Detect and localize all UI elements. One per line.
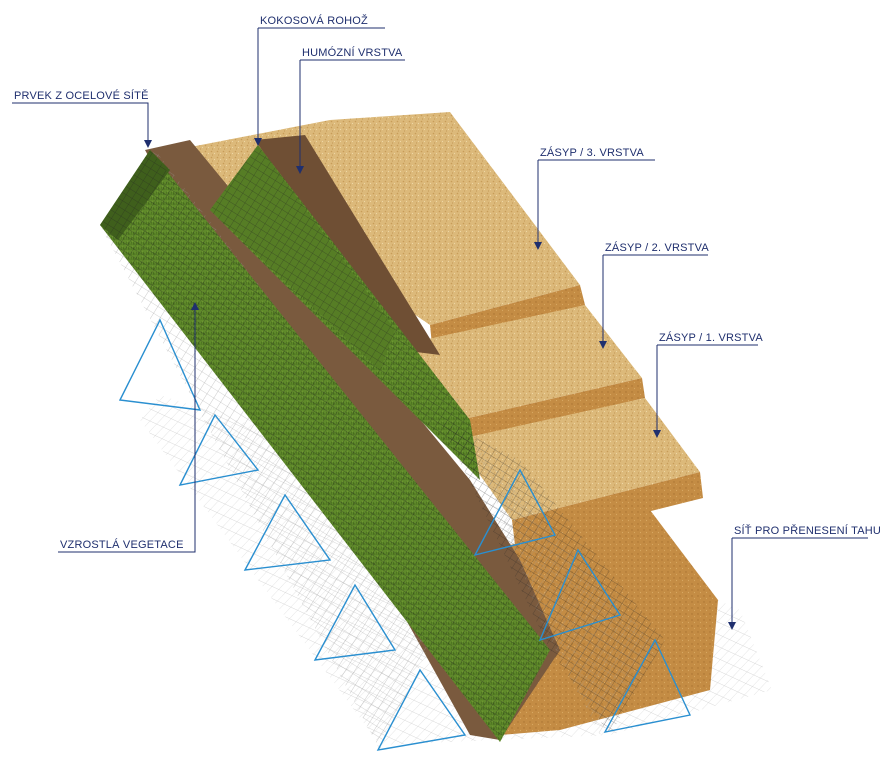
triangle-frame [603,638,692,733]
label-coconut-mat: KOKOSOVÁ ROHOŽ [260,14,368,27]
label-humus-layer: HUMÓZNÍ VRSTVA [302,46,403,59]
steel-mesh-overlay-left [100,150,550,742]
triangle-frame [243,493,332,571]
steel-mesh-overlay-front [440,420,665,735]
triangle-frame [178,413,260,486]
steel-mesh-overlay-right [210,145,480,480]
triangle-frame [313,583,397,661]
triangle-frame [118,318,202,411]
humus-layer-2 [255,135,440,355]
label-steel-mesh-element: PRVEK Z OCELOVÉ SÍTĚ [14,89,149,102]
triangle-frame [473,468,557,557]
triangle-frames [118,318,692,751]
leader-lines [12,27,868,630]
label-backfill-layer-2: ZÁSYP / 2. VRSTVA [605,241,709,254]
label-grown-vegetation: VZROSTLÁ VEGETACE [60,538,184,551]
triangle-frame [538,548,622,642]
backfill-layer-3-side [430,285,585,345]
triangle-frame [376,668,467,751]
backfill-layer-2-top [400,305,642,420]
label-backfill-layer-1: ZÁSYP / 1. VRSTVA [659,331,763,344]
label-backfill-layer-3: ZÁSYP / 3. VRSTVA [540,146,644,159]
label-tension-transfer-mesh: SÍŤ PRO PŘENESENÍ TAHU [734,524,881,537]
backfill-layer-2-side [460,378,645,440]
